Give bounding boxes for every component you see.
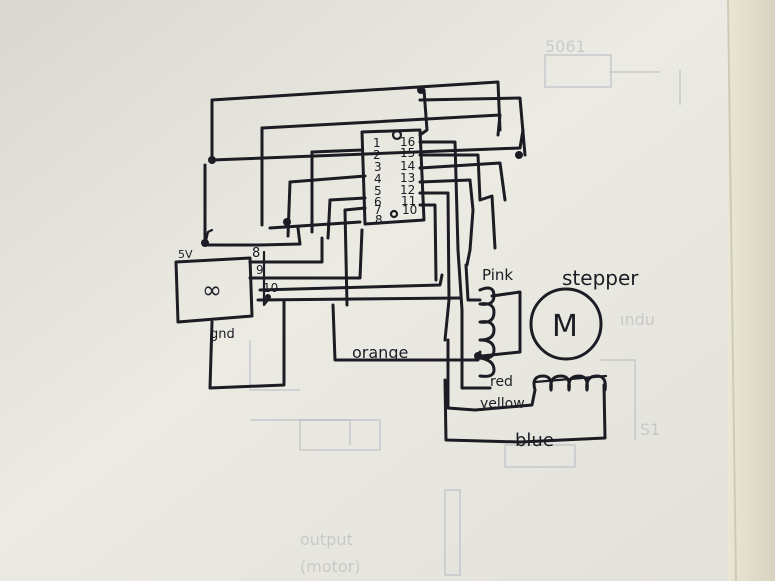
wire-pin8-to-arduino: [206, 226, 302, 247]
wire-pin10: [418, 203, 438, 282]
ic-pin-label: 3: [374, 160, 382, 174]
ic-pin-label: 1: [373, 136, 381, 150]
junction-dot: [417, 86, 425, 94]
arduino-board: ∞ 5V gnd 8 9 10: [174, 246, 278, 342]
wires: [203, 80, 607, 444]
coil-vertical-frame: [480, 290, 522, 358]
wire-yellow: [446, 338, 537, 412]
label-blue: blue: [515, 430, 554, 451]
junction-dot: [201, 239, 209, 247]
motor-circle: [529, 287, 603, 361]
coil-horizontal-top: [533, 374, 608, 384]
junction-dot: [208, 156, 216, 164]
label-5v: 5V: [178, 248, 193, 261]
ic-pin-label: 12: [400, 183, 415, 197]
page-edge: [728, 0, 775, 581]
wire-loop-3: [418, 96, 527, 157]
ic-pin-label: 7: [374, 203, 382, 217]
ic-dot: [389, 209, 399, 219]
show-through-sketch: ındu S1 5061 output (motor): [249, 37, 681, 576]
junction-dot: [265, 294, 271, 300]
ic-pin-label: 10: [402, 203, 417, 217]
svg-text:output: output: [300, 530, 353, 549]
ic-pin-label: 13: [400, 171, 415, 185]
ic-pin-label: 8: [375, 213, 383, 227]
junction-dot: [515, 151, 523, 159]
wire-pin12: [418, 178, 475, 267]
ic-pin-label: 16: [400, 135, 415, 149]
ic-pin-label: 11: [401, 194, 416, 208]
label-gnd: gnd: [210, 327, 235, 342]
ic-body: [360, 128, 426, 226]
svg-text:5061: 5061: [545, 37, 586, 56]
wire-pin10-to-arduino: [248, 228, 364, 280]
wire-pin15: [418, 140, 464, 312]
wire-pin9-to-arduino: [248, 236, 324, 264]
ic-pin-label: 14: [400, 159, 415, 173]
ic-pin-label: 4: [374, 172, 382, 186]
wire-pin2: [310, 148, 364, 154]
page-fold: [727, 0, 737, 581]
wire-pin6: [326, 196, 367, 240]
arduino-pin-10: 10: [263, 281, 278, 295]
junction-dot: [283, 218, 291, 226]
arduino-pin-8: 8: [252, 246, 260, 261]
wire-loop-2: [260, 113, 502, 137]
label-orange: orange: [352, 343, 408, 362]
svg-text:S1: S1: [640, 420, 660, 439]
wire-pin13: [418, 161, 507, 202]
wire-labels: Pink orange red yellow blue: [352, 266, 554, 451]
ic-pin-label: 6: [374, 195, 382, 209]
arduino-body: [174, 256, 254, 324]
wire-red: [460, 308, 492, 390]
junctions: [201, 86, 523, 360]
wire-gnd: [208, 300, 286, 390]
wire-pin8: [268, 220, 362, 230]
wire-pin14: [418, 153, 497, 250]
motor-symbol: M: [552, 309, 578, 344]
coil-vertical: [478, 286, 496, 378]
stepper-motor: M stepper: [529, 266, 639, 361]
ic-right-pin-labels: 16 15 14 13 12 11 10: [400, 135, 417, 217]
label-yellow: yellow: [480, 396, 525, 412]
label-pink: Pink: [482, 266, 513, 284]
svg-text:ındu: ındu: [620, 310, 655, 329]
wire-pink: [464, 263, 482, 302]
wire-blue: [443, 378, 607, 444]
wire-pin7: [343, 206, 367, 307]
arduino-pin-divider: [262, 250, 270, 307]
motor-title: stepper: [562, 266, 639, 290]
label-red: red: [490, 374, 513, 390]
stepper-coils: [478, 286, 608, 392]
ic-pin-label: 5: [374, 184, 382, 198]
wire-pin11: [418, 191, 451, 342]
arduino-pin-9: 9: [256, 263, 264, 277]
arduino-logo: ∞: [202, 276, 222, 304]
ic-notch: [391, 129, 403, 141]
wire-pin10-right: [258, 273, 444, 292]
wire-pin4: [288, 174, 367, 184]
svg-text:(motor): (motor): [300, 557, 361, 576]
wire-pin16: [418, 88, 429, 137]
wire-pin10-long: [256, 296, 462, 302]
